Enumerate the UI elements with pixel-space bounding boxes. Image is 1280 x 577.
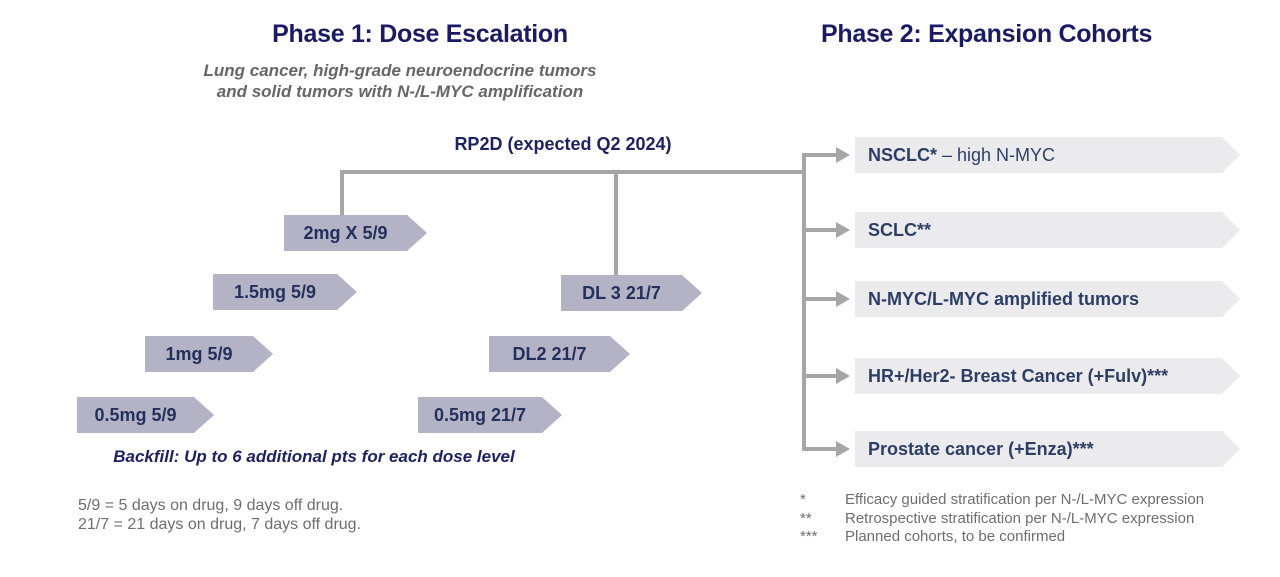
branch-arrowhead-icon-2 bbox=[836, 222, 850, 238]
cohort-label-bold: N-MYC/L-MYC amplified tumors bbox=[868, 289, 1140, 309]
branch-arrowhead-icon-5 bbox=[836, 441, 850, 457]
footnote-row-3: *** Planned cohorts, to be confirmed bbox=[800, 528, 1204, 547]
footnote-21-7: 21/7 = 21 days on drug, 7 days off drug. bbox=[78, 516, 362, 533]
dose-arrow-1-5mg-5-9: 1.5mg 5/9 bbox=[213, 274, 357, 310]
footnote-5-9: 5/9 = 5 days on drug, 9 days off drug. bbox=[78, 497, 344, 514]
dose-arrow-1mg-5-9: 1mg 5/9 bbox=[145, 336, 273, 372]
connector-branch-4 bbox=[802, 374, 836, 378]
connector-branch-1 bbox=[802, 153, 836, 157]
branch-arrowhead-icon-3 bbox=[836, 291, 850, 307]
connector-stub-dl3 bbox=[614, 170, 618, 275]
phase1-title: Phase 1: Dose Escalation bbox=[272, 20, 568, 48]
phase2-footnotes: * Efficacy guided stratification per N-/… bbox=[800, 491, 1204, 547]
dose-arrow-2mg-x-5-9: 2mg X 5/9 bbox=[284, 215, 427, 251]
cohort-label-rest: – high N-MYC bbox=[937, 145, 1056, 165]
rp2d-label: RP2D (expected Q2 2024) bbox=[454, 134, 672, 154]
footnote-text: Retrospective stratification per N-/L-MY… bbox=[845, 509, 1195, 527]
connector-feed-line bbox=[340, 170, 806, 174]
dose-arrow-0-5mg-21-7: 0.5mg 21/7 bbox=[418, 397, 562, 433]
phase1-subtitle-line1: Lung cancer, high-grade neuroendocrine t… bbox=[203, 61, 597, 80]
connector-spine bbox=[802, 153, 806, 451]
dose-arrow-dl3-21-7: DL 3 21/7 bbox=[561, 275, 702, 311]
dose-arrow-0-5mg-5-9: 0.5mg 5/9 bbox=[77, 397, 214, 433]
footnote-row-2: ** Retrospective stratification per N-/L… bbox=[800, 510, 1204, 529]
cohort-arrow-nmyc-lmyc-amplified: N-MYC/L-MYC amplified tumors bbox=[855, 281, 1240, 317]
cohort-arrow-prostate-cancer: Prostate cancer (+Enza)*** bbox=[855, 431, 1240, 467]
dose-arrow-dl2-21-7: DL2 21/7 bbox=[489, 336, 630, 372]
footnote-text: Planned cohorts, to be confirmed bbox=[845, 528, 1066, 545]
connector-branch-3 bbox=[802, 297, 836, 301]
cohort-arrow-nsclc: NSCLC* – high N-MYC bbox=[855, 137, 1240, 173]
branch-arrowhead-icon-1 bbox=[836, 147, 850, 163]
footnote-marker: ** bbox=[800, 509, 812, 527]
footnote-marker: * bbox=[800, 491, 806, 508]
cohort-label-bold: NSCLC* bbox=[868, 145, 938, 165]
backfill-note: Backfill: Up to 6 additional pts for eac… bbox=[113, 447, 515, 466]
cohort-arrow-breast-cancer: HR+/Her2- Breast Cancer (+Fulv)*** bbox=[855, 358, 1240, 394]
branch-arrowhead-icon-4 bbox=[836, 368, 850, 384]
cohort-label-bold: HR+/Her2- Breast Cancer (+Fulv)*** bbox=[868, 366, 1169, 386]
phase2-title: Phase 2: Expansion Cohorts bbox=[821, 20, 1153, 48]
connector-stub-2mg bbox=[340, 170, 344, 215]
cohort-arrow-sclc: SCLC** bbox=[855, 212, 1240, 248]
footnote-text: Efficacy guided stratification per N-/L-… bbox=[845, 491, 1205, 508]
phase1-subtitle-line2: and solid tumors with N-/L-MYC amplifica… bbox=[216, 82, 584, 101]
footnote-row-1: * Efficacy guided stratification per N-/… bbox=[800, 491, 1204, 510]
cohort-label-bold: Prostate cancer (+Enza)*** bbox=[868, 439, 1094, 459]
footnote-marker: *** bbox=[800, 528, 818, 545]
phase1-subtitle: Lung cancer, high-grade neuroendocrine t… bbox=[130, 60, 670, 102]
cohort-label-bold: SCLC** bbox=[868, 220, 932, 240]
connector-branch-2 bbox=[802, 228, 836, 232]
connector-branch-5 bbox=[802, 447, 836, 451]
phase1-footnotes: 5/9 = 5 days on drug, 9 days off drug. 2… bbox=[78, 496, 361, 534]
